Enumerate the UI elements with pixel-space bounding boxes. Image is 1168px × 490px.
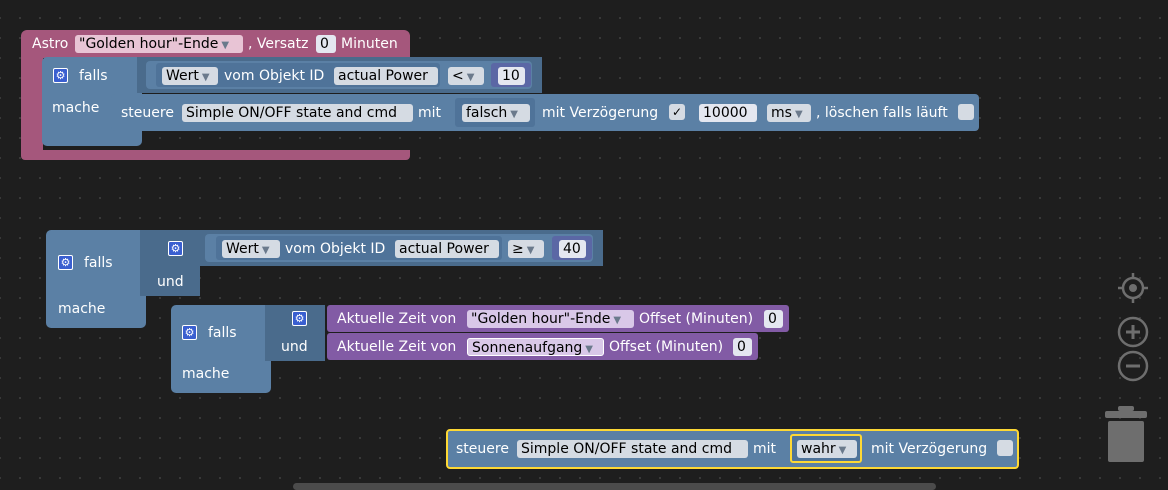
control2-label: steuere [456,441,509,457]
astro-minutes-label: Minuten [341,36,398,52]
of-object-label: vom Objekt ID [224,68,325,84]
control1-delay-label: mit Verzögerung [542,105,659,121]
delay-checkbox-1[interactable]: ✓ [669,104,685,120]
astro-offset-input[interactable]: 0 [316,35,336,53]
zoom-in-icon[interactable] [1117,316,1149,348]
value-type-dropdown[interactable]: Wert▼ [162,67,218,85]
control2-delay-label: mit Verzögerung [871,441,988,457]
compare-value-input[interactable]: 10 [498,67,525,85]
if3-if-label: falls [208,325,237,341]
unit-value: ms [771,105,792,121]
control2-target-field[interactable]: Simple ON/OFF state and cmd [517,440,748,458]
if1-if-label: falls [79,68,108,84]
if3-do-label: mache [182,366,230,382]
gear-icon[interactable]: ⚙ [182,325,197,340]
object-id-field[interactable]: actual Power [395,240,499,258]
operator-dropdown[interactable]: <▼ [448,67,484,85]
trash-icon[interactable] [1104,404,1148,464]
time2-label: Aktuelle Zeit von [337,339,457,355]
control1-clear-label: , löschen falls läuft [816,105,948,121]
chevron-down-icon: ▼ [794,109,803,120]
recenter-icon[interactable] [1117,272,1149,304]
gear-icon[interactable]: ⚙ [53,68,68,83]
value-type-value: Wert [226,241,259,257]
astro-block-footer [21,150,410,160]
time2-event-value: Sonnenaufgang [472,340,583,356]
delay-ms-input[interactable]: 10000 [699,104,757,122]
time1-event-value: "Golden hour"-Ende [471,311,611,327]
astro-event-value: "Golden hour"-Ende [79,36,219,52]
control2-with-label: mit [753,441,777,457]
boolean-dropdown-1[interactable]: falsch▼ [462,104,530,122]
time2-offset-input[interactable]: 0 [733,338,752,356]
of-object-label: vom Objekt ID [285,241,386,257]
time1-label: Aktuelle Zeit von [337,311,457,327]
boolean-dropdown-2[interactable]: wahr▼ [797,440,857,458]
chevron-down-icon: ▼ [526,245,535,256]
astro-block-side [21,56,43,156]
astro-label: Astro [32,36,69,52]
chevron-down-icon: ▼ [201,72,210,83]
compare-value-input[interactable]: 40 [559,240,586,258]
zoom-out-icon[interactable] [1117,350,1149,382]
if3-body[interactable] [171,305,271,393]
time2-event-dropdown[interactable]: Sonnenaufgang▼ [467,338,604,356]
astro-offset-label: , Versatz [248,36,309,52]
chevron-down-icon: ▼ [510,109,518,120]
chevron-down-icon: ▼ [838,445,847,456]
if2-do-label: mache [58,301,106,317]
time1-offset-label: Offset (Minuten) [639,311,754,327]
time1-event-dropdown[interactable]: "Golden hour"-Ende▼ [467,310,634,328]
operator-value: < [452,68,464,84]
control1-with-label: mit [418,105,442,121]
delay-checkbox-2[interactable] [997,440,1013,456]
if2-if-label: falls [84,255,113,271]
astro-event-dropdown[interactable]: "Golden hour"-Ende▼ [75,35,243,53]
chevron-down-icon: ▼ [613,315,622,326]
gear-icon[interactable]: ⚙ [58,255,73,270]
time2-offset-label: Offset (Minuten) [609,339,724,355]
clear-running-checkbox[interactable] [958,104,974,120]
horizontal-scrollbar[interactable] [293,483,936,490]
object-id-field[interactable]: actual Power [334,67,438,85]
boolean-value-2: wahr [801,441,836,457]
chevron-down-icon: ▼ [221,40,230,51]
if1-do-label: mache [52,100,100,116]
control1-label: steuere [121,105,174,121]
unit-dropdown[interactable]: ms▼ [767,104,811,122]
operator-dropdown[interactable]: ≥▼ [508,240,544,258]
chevron-down-icon: ▼ [261,245,270,256]
value-type-dropdown[interactable]: Wert▼ [222,240,280,258]
if2-and-label: und [157,274,184,290]
time1-offset-input[interactable]: 0 [764,310,783,328]
value-type-value: Wert [166,68,199,84]
if3-and-label: und [281,339,308,355]
gear-icon[interactable]: ⚙ [292,311,307,326]
control1-target-field[interactable]: Simple ON/OFF state and cmd [182,104,413,122]
chevron-down-icon: ▼ [466,72,475,83]
operator-value: ≥ [512,241,524,257]
boolean-value-1: falsch [466,105,508,121]
if2-body[interactable] [46,230,146,328]
gear-icon[interactable]: ⚙ [168,241,183,256]
chevron-down-icon: ▼ [585,344,593,355]
